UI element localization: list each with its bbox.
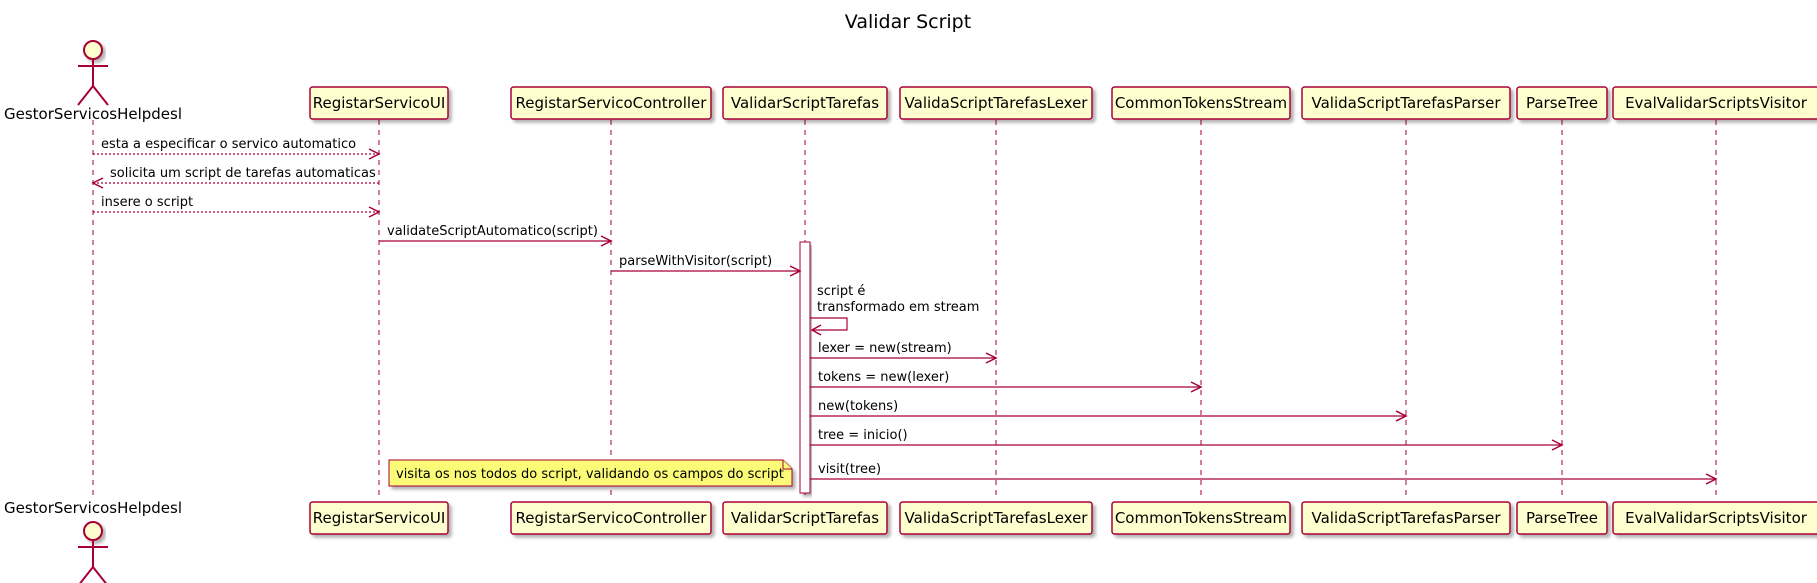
participant-box-validar-script-tarefas-top: ValidarScriptTarefas: [722, 86, 888, 120]
participant-label: CommonTokensStream: [1115, 509, 1287, 527]
participant-box-eval-validar-scripts-visitor-top: EvalValidarScriptsVisitor: [1612, 86, 1817, 120]
participant-box-common-tokens-stream-bottom: CommonTokensStream: [1111, 501, 1291, 535]
participant-label: RegistarServicoUI: [313, 509, 446, 527]
participant-headers: RegistarServicoUI RegistarServicoUI Regist…: [4, 40, 1817, 583]
stick-figure-actor-icon: [77, 40, 109, 106]
diagram-title: Validar Script: [845, 11, 971, 33]
message-10: tree = inicio(): [810, 428, 1564, 451]
message-7: lexer = new(stream): [810, 341, 998, 364]
actor-label: GestorServicosHelpdesl: [4, 105, 182, 123]
participant-box-registar-servico-ui-bottom: RegistarServicoUI: [309, 501, 449, 535]
message-4: validateScriptAutomatico(script): [379, 224, 613, 247]
participant-label: RegistarServicoController: [516, 94, 708, 112]
note-box: visita os nos todos do script, validando…: [388, 459, 793, 487]
message-label: parseWithVisitor(script): [619, 254, 772, 269]
arrowhead: [368, 206, 381, 218]
note-text: visita os nos todos do script, validando…: [396, 467, 784, 482]
participant-label: ParseTree: [1526, 94, 1598, 112]
arrowhead: [1395, 410, 1408, 422]
actor-gestor-servicos-helpdesl-top: GestorServicosHelpdesl: [4, 40, 182, 123]
participant-label: ValidarScriptTarefas: [731, 94, 879, 112]
message-9: new(tokens): [810, 399, 1408, 422]
note: visita os nos todos do script, validando…: [388, 459, 793, 487]
participant-box-valida-script-tarefas-lexer-top: ValidaScriptTarefasLexer: [899, 86, 1093, 120]
stick-figure-actor-icon: [78, 521, 108, 583]
participant-label: ParseTree: [1526, 509, 1598, 527]
participant-box-common-tokens-stream-top: CommonTokensStream: [1111, 86, 1291, 120]
message-label: visit(tree): [818, 462, 881, 477]
arrowhead: [985, 352, 998, 364]
message-5: parseWithVisitor(script): [611, 254, 802, 277]
message-label: tree = inicio(): [818, 428, 908, 443]
participant-label: ValidarScriptTarefas: [731, 509, 879, 527]
message-11: visit(tree): [810, 462, 1718, 485]
participant-label: ValidaScriptTarefasLexer: [905, 94, 1089, 112]
message-label: script é: [817, 284, 865, 299]
participant-label: RegistarServicoController: [516, 509, 708, 527]
participant-label: EvalValidarScriptsVisitor: [1625, 94, 1808, 112]
arrowhead: [1551, 439, 1564, 451]
participant-label: ValidaScriptTarefasLexer: [905, 509, 1089, 527]
participant-label: EvalValidarScriptsVisitor: [1625, 509, 1808, 527]
participant-box-registar-servico-ui-top: RegistarServicoUI: [309, 86, 449, 120]
actor-gestor-servicos-helpdesl-bottom: GestorServicosHelpdesl: [4, 499, 182, 583]
message-label: new(tokens): [818, 399, 898, 414]
message-label: validateScriptAutomatico(script): [387, 224, 598, 239]
message-2: solicita um script de tarefas automatica…: [91, 166, 379, 189]
participant-label: ValidaScriptTarefasParser: [1311, 509, 1501, 527]
arrowhead: [810, 324, 822, 336]
message-label: transformado em stream: [817, 300, 979, 315]
participant-label: ValidaScriptTarefasParser: [1311, 94, 1501, 112]
participant-box-validar-script-tarefas-bottom: ValidarScriptTarefas: [722, 501, 888, 535]
message-label: tokens = new(lexer): [818, 370, 949, 385]
participant-label: CommonTokensStream: [1115, 94, 1287, 112]
participant-label: RegistarServicoUI: [313, 94, 446, 112]
arrowhead: [1190, 381, 1203, 393]
participant-box-valida-script-tarefas-parser-top: ValidaScriptTarefasParser: [1301, 86, 1511, 120]
actor-label: GestorServicosHelpdesl: [4, 499, 182, 517]
participant-box-eval-validar-scripts-visitor-bottom: EvalValidarScriptsVisitor: [1612, 501, 1817, 535]
arrowhead: [789, 265, 802, 277]
message-3: insere o script: [93, 195, 381, 218]
message-label: lexer = new(stream): [818, 341, 952, 356]
message-label: esta a especificar o servico automatico: [101, 137, 356, 152]
participant-box-parse-tree-bottom: ParseTree: [1516, 501, 1608, 535]
messages: esta a especificar o servico automatico s…: [91, 137, 1718, 485]
participant-box-parse-tree-top: ParseTree: [1516, 86, 1608, 120]
participant-box-valida-script-tarefas-lexer-bottom: ValidaScriptTarefasLexer: [899, 501, 1093, 535]
arrowhead: [600, 235, 613, 247]
participant-box-valida-script-tarefas-parser-bottom: ValidaScriptTarefasParser: [1301, 501, 1511, 535]
message-1: esta a especificar o servico automatico: [93, 137, 381, 160]
message-label: insere o script: [101, 195, 193, 210]
activation-bar: [799, 241, 811, 494]
message-8: tokens = new(lexer): [810, 370, 1203, 393]
participant-box-registar-servico-controller-bottom: RegistarServicoController: [510, 501, 712, 535]
message-label: solicita um script de tarefas automatica…: [110, 166, 376, 181]
arrowhead: [368, 148, 381, 160]
arrowhead: [1705, 473, 1718, 485]
participant-box-registar-servico-controller-top: RegistarServicoController: [510, 86, 712, 120]
arrowhead: [91, 177, 104, 189]
self-message-arrow: [810, 317, 848, 331]
activation-bar-validar-script-tarefas: [799, 241, 811, 494]
